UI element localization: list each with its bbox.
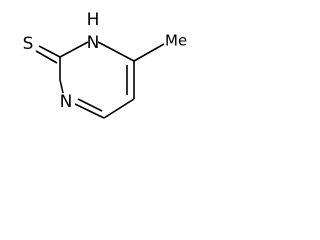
bond-c2-s (38, 45, 61, 58)
bond-c2-n3 (59, 41, 89, 58)
bond-c4-methyl (133, 43, 165, 62)
bond-n1-c2 (59, 79, 64, 94)
nitrogen-top-label: N (87, 33, 100, 53)
bond-c5-c6 (103, 98, 135, 119)
bond-c6-n1 (74, 103, 105, 119)
bonds (35, 41, 165, 119)
atom-labels: S N H N Me (23, 10, 188, 112)
bond-c6-n1-double (77, 98, 103, 112)
hydrogen-label: H (87, 10, 100, 30)
pyrimidinethione-structure: S N H N Me (23, 10, 188, 119)
sulfur-atom-label: S (23, 34, 34, 54)
bond-n3-c4 (97, 41, 135, 62)
nitrogen-bottom-label: N (60, 92, 73, 112)
bond-c2-s-double (35, 50, 58, 64)
methyl-label: Me (165, 32, 187, 50)
